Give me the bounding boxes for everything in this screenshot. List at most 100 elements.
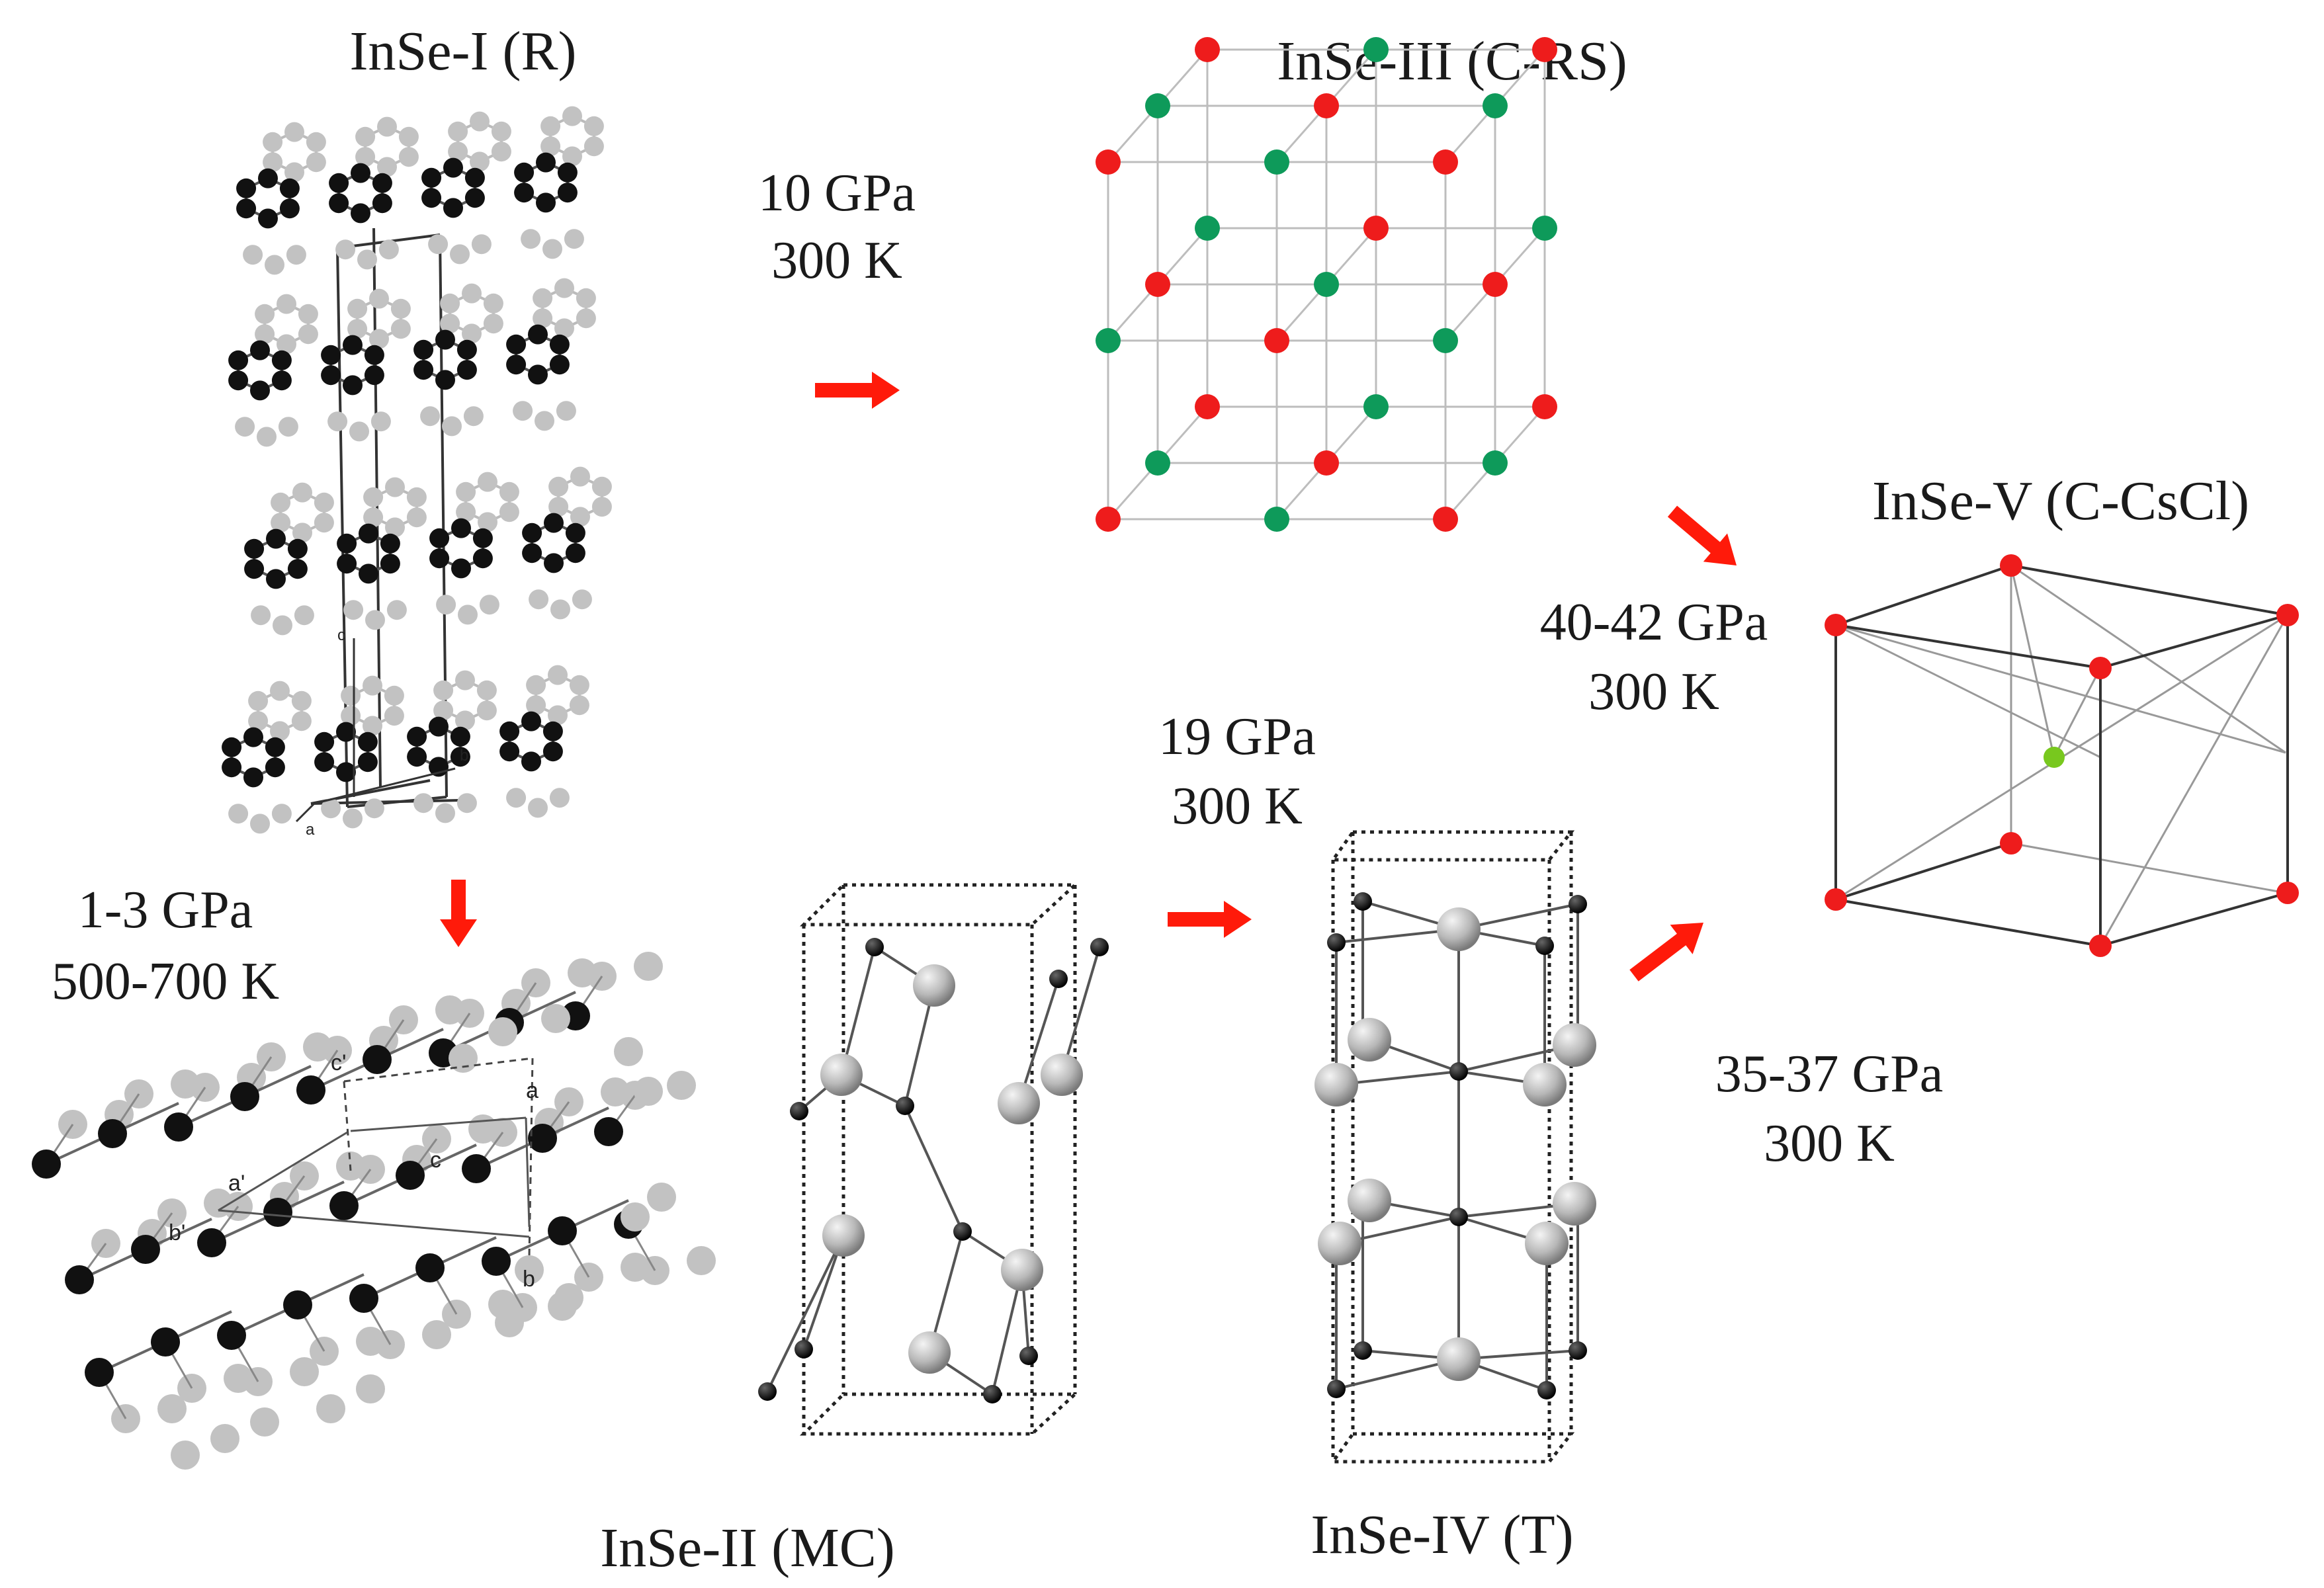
atom-grey	[327, 411, 348, 432]
atom-grey	[491, 142, 511, 162]
atom-black-ball	[1537, 1381, 1556, 1400]
atom-black	[407, 747, 427, 767]
atom-grey	[284, 162, 304, 183]
atom-grey	[549, 788, 570, 808]
atom-black-ball	[758, 1382, 777, 1401]
atom-black	[250, 380, 270, 401]
atom-grey	[413, 793, 434, 814]
atom-red	[2000, 832, 2022, 855]
atom-grey	[278, 417, 298, 437]
atom-black-ball	[790, 1102, 808, 1120]
atom-black	[435, 370, 455, 390]
atom-grey	[243, 245, 263, 265]
atom-black	[528, 324, 548, 345]
atom-red	[1483, 272, 1508, 297]
atom-red	[2276, 604, 2299, 626]
atom-red	[1096, 149, 1121, 175]
atom-red	[2276, 882, 2299, 904]
atom-grey	[357, 249, 377, 270]
atom-grey	[390, 319, 411, 339]
atom-grey	[667, 1071, 696, 1100]
atom-grey	[548, 705, 568, 726]
layer-front-black	[244, 513, 585, 589]
cell-inse-2	[343, 1057, 534, 1257]
atom-grey	[491, 121, 511, 142]
axis-label-b: b	[460, 747, 468, 765]
atom-grey-ball	[1318, 1222, 1361, 1265]
atom-grey	[548, 1292, 577, 1321]
atom-black	[451, 518, 471, 538]
atom-grey	[420, 406, 441, 427]
atom-black	[250, 340, 270, 360]
atom-grey	[406, 487, 427, 507]
atom-grey	[570, 466, 590, 487]
atom-red	[2089, 657, 2112, 679]
atom-black	[321, 365, 341, 386]
atom-black	[506, 334, 527, 355]
atom-grey	[251, 605, 271, 626]
atom-grey	[335, 239, 356, 260]
atom-black	[521, 711, 541, 731]
condition-i-to-iii: 10 GPa 300 K	[758, 164, 916, 290]
atom-grey	[513, 401, 533, 421]
atom-black	[230, 1082, 259, 1111]
layer-inse-1	[236, 106, 604, 275]
atom-black	[279, 178, 300, 198]
atom-grey	[614, 1037, 643, 1066]
atom-grey	[542, 239, 562, 259]
atom-grey	[433, 680, 454, 700]
temperature-iv-to-v: 300 K	[1764, 1114, 1895, 1173]
atom-black	[415, 1253, 445, 1282]
atom-green	[1145, 93, 1170, 118]
atom-grey	[499, 481, 519, 502]
atom-grey-ball	[1525, 1222, 1569, 1265]
atom-black	[435, 329, 455, 350]
atom-grey	[298, 304, 318, 324]
atom-grey	[257, 427, 277, 447]
atom-grey	[634, 952, 663, 981]
axis-label-a-prime: a'	[228, 1171, 245, 1196]
axis-label-c-prime: c'	[331, 1050, 347, 1075]
atom-grey	[294, 605, 314, 626]
atom-grey	[591, 476, 612, 497]
atom-grey	[483, 313, 503, 334]
atom-green	[1532, 216, 1557, 241]
layer-inse-1	[222, 665, 589, 834]
atom-black-ball	[896, 1097, 914, 1115]
atom-black	[351, 203, 370, 224]
atom-grey	[687, 1246, 716, 1275]
atom-grey	[273, 615, 292, 636]
condition-iii-to-v: 40-42 GPa 300 K	[1540, 593, 1768, 721]
atom-grey	[442, 416, 462, 437]
atom-black	[451, 558, 471, 579]
atom-black	[271, 350, 292, 370]
atom-grey	[428, 234, 449, 255]
atom-black	[263, 1198, 292, 1227]
atom-black	[464, 167, 485, 188]
atom-black	[549, 334, 570, 355]
atom-black	[565, 543, 585, 564]
atom-black	[266, 528, 286, 549]
atom-black	[243, 767, 263, 788]
atom-black	[548, 1216, 577, 1245]
atom-grey	[291, 711, 312, 731]
atom-black	[522, 522, 542, 543]
atom-black	[349, 1284, 378, 1313]
atom-grey	[355, 147, 376, 167]
atom-grey	[369, 329, 389, 349]
atom-grey-ball	[1348, 1179, 1391, 1222]
atom-black	[243, 727, 263, 747]
atom-grey	[365, 610, 385, 630]
atom-grey	[306, 132, 326, 152]
label-inse-4: InSe-IV (T)	[1311, 1504, 1573, 1566]
atom-black	[228, 370, 249, 391]
atom-grey	[440, 293, 460, 313]
atom-grey	[540, 116, 561, 136]
atom-black-ball	[1090, 938, 1109, 956]
atom-black	[329, 193, 349, 214]
atom-black	[499, 721, 520, 741]
atom-black	[359, 523, 378, 544]
atom-grey	[406, 507, 427, 528]
atom-grey	[526, 695, 546, 716]
atom-black	[287, 538, 308, 559]
